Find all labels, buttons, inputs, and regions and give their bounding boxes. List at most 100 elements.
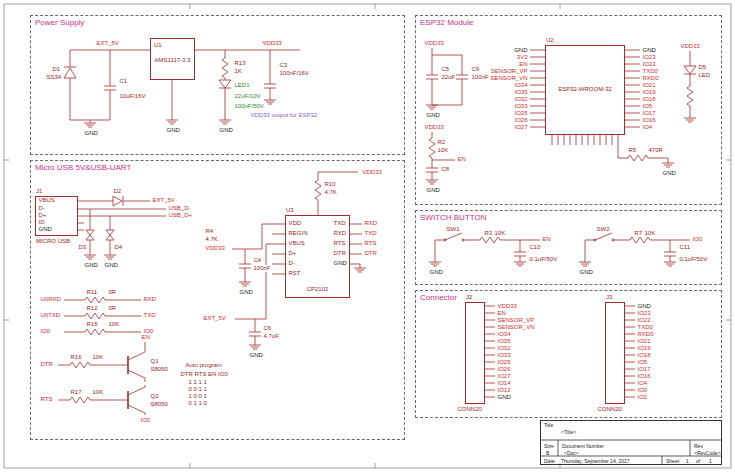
net-label: SENSOR_VP	[490, 68, 528, 75]
net-label: IO35	[514, 89, 528, 96]
ground-label: GND	[642, 47, 656, 54]
net-label: IO5	[642, 103, 653, 110]
net-label: IO33	[514, 103, 528, 110]
part-text: ESP32-WROOM-32	[558, 86, 612, 93]
part-label: R17	[70, 389, 82, 396]
esp32-wiring	[426, 48, 696, 184]
ground-label: GND	[426, 112, 440, 119]
net-label: RXD0	[637, 331, 654, 338]
part-label: DTR RTS EN IO0	[180, 371, 228, 378]
net-label: IO16	[642, 117, 656, 124]
net-label: IO34	[514, 82, 528, 89]
title-block-text: Title	[544, 423, 553, 429]
net-label: U0RXD	[40, 296, 61, 303]
net-label: SENSOR_VP	[497, 317, 535, 324]
part-label: 10K	[92, 389, 104, 396]
part-label: D4	[114, 244, 123, 251]
part-label: S8050	[150, 401, 168, 408]
net-label: 3V3	[516, 54, 528, 61]
net-label: VDD33	[680, 43, 700, 50]
connector-wiring	[485, 306, 635, 397]
net-label: IO0	[637, 387, 648, 394]
ground-label: GND	[426, 187, 440, 194]
net-label: TXD0	[637, 324, 653, 331]
title-block-text: <Doc>	[564, 451, 579, 457]
part-text: J3	[606, 294, 612, 301]
part-label: 0 0 1 1	[188, 386, 207, 393]
part-label: 4.7K	[205, 236, 218, 243]
part-label: R2	[437, 139, 446, 146]
part-label: SW1	[446, 226, 460, 233]
net-label: IO27	[497, 373, 511, 380]
net-label: IO2	[637, 394, 648, 401]
net-label: IO14	[497, 380, 511, 387]
title-block-text: 1	[686, 459, 689, 465]
net-label: RXD	[143, 296, 157, 303]
switch-wiring	[429, 233, 690, 266]
part-label: 10K	[437, 147, 449, 154]
net-label: IO19	[637, 345, 651, 352]
schematic-section: Micro USB 5V&USB-UARTJ1MICRO USBU3CP2102	[30, 160, 405, 440]
net-label: EN	[457, 156, 466, 163]
part-label: C4	[253, 257, 262, 264]
ground-label: GND	[84, 130, 98, 137]
part-label: R11	[86, 289, 98, 296]
part-label: R4	[205, 228, 214, 235]
ground-label: GND	[333, 260, 347, 267]
part-label: RXD	[333, 230, 347, 237]
part-label: 0.1uF/50V	[679, 256, 708, 263]
part-label: 1K	[234, 68, 242, 75]
net-label: IO12	[497, 387, 511, 394]
ground-label: GND	[579, 269, 593, 276]
title-block-text: of	[696, 459, 700, 465]
part-label: RST	[288, 270, 301, 277]
part-label: R3	[484, 230, 493, 237]
part-text: U2	[546, 37, 554, 44]
ground-label: GND	[104, 262, 118, 269]
note-text: VDD33 output for ESP32	[250, 112, 318, 119]
part-label: LED1	[234, 82, 250, 89]
ground-label: GND	[429, 269, 443, 276]
part-label: R12	[86, 305, 98, 312]
schematic-section: SWITCH BUTTON	[415, 210, 722, 285]
part-label: 0R	[108, 305, 117, 312]
net-label: VDD33	[205, 245, 225, 252]
part-text: U3	[286, 207, 294, 214]
part-label: R16	[70, 354, 82, 361]
title-block-text: Size	[544, 444, 554, 450]
part-label: D+	[38, 212, 47, 219]
net-label: VDD33	[497, 303, 517, 310]
net-label: IO17	[637, 366, 651, 373]
part-label: C1	[119, 78, 128, 85]
part-label: VDD	[288, 220, 302, 227]
ground-label: GND	[38, 226, 52, 233]
section-heading: Power Supply	[35, 18, 84, 27]
net-label: IO0	[40, 328, 51, 335]
ground-label: GND	[219, 127, 233, 134]
net-label: RTS	[364, 240, 377, 247]
part-label: D5	[698, 64, 707, 71]
part-label: S8050	[150, 366, 168, 373]
net-label: TXD	[143, 312, 156, 319]
net-label: RTS	[40, 396, 53, 403]
part-label: Q1	[150, 358, 159, 365]
part-label: C3	[279, 62, 288, 69]
net-label: U0TXD	[40, 312, 61, 319]
part-label: 100nF	[253, 265, 271, 272]
net-label: IO22	[637, 317, 651, 324]
net-label: EXT_5V	[203, 315, 226, 322]
net-label: DTR	[364, 250, 377, 257]
part-label: VBUS	[288, 240, 305, 247]
net-label: USB_D-	[168, 205, 191, 212]
part-label: D-	[38, 205, 45, 212]
part-label: SW2	[596, 226, 610, 233]
title-block-grid	[540, 440, 722, 465]
part-label: 10K	[92, 354, 104, 361]
part-label: D1	[52, 66, 61, 73]
net-label: IO18	[637, 352, 651, 359]
net-label: DTR	[40, 361, 53, 368]
part-label: 100nF/16V	[279, 70, 309, 77]
net-label: VDD33	[424, 124, 444, 131]
part-label: D-	[288, 260, 295, 267]
